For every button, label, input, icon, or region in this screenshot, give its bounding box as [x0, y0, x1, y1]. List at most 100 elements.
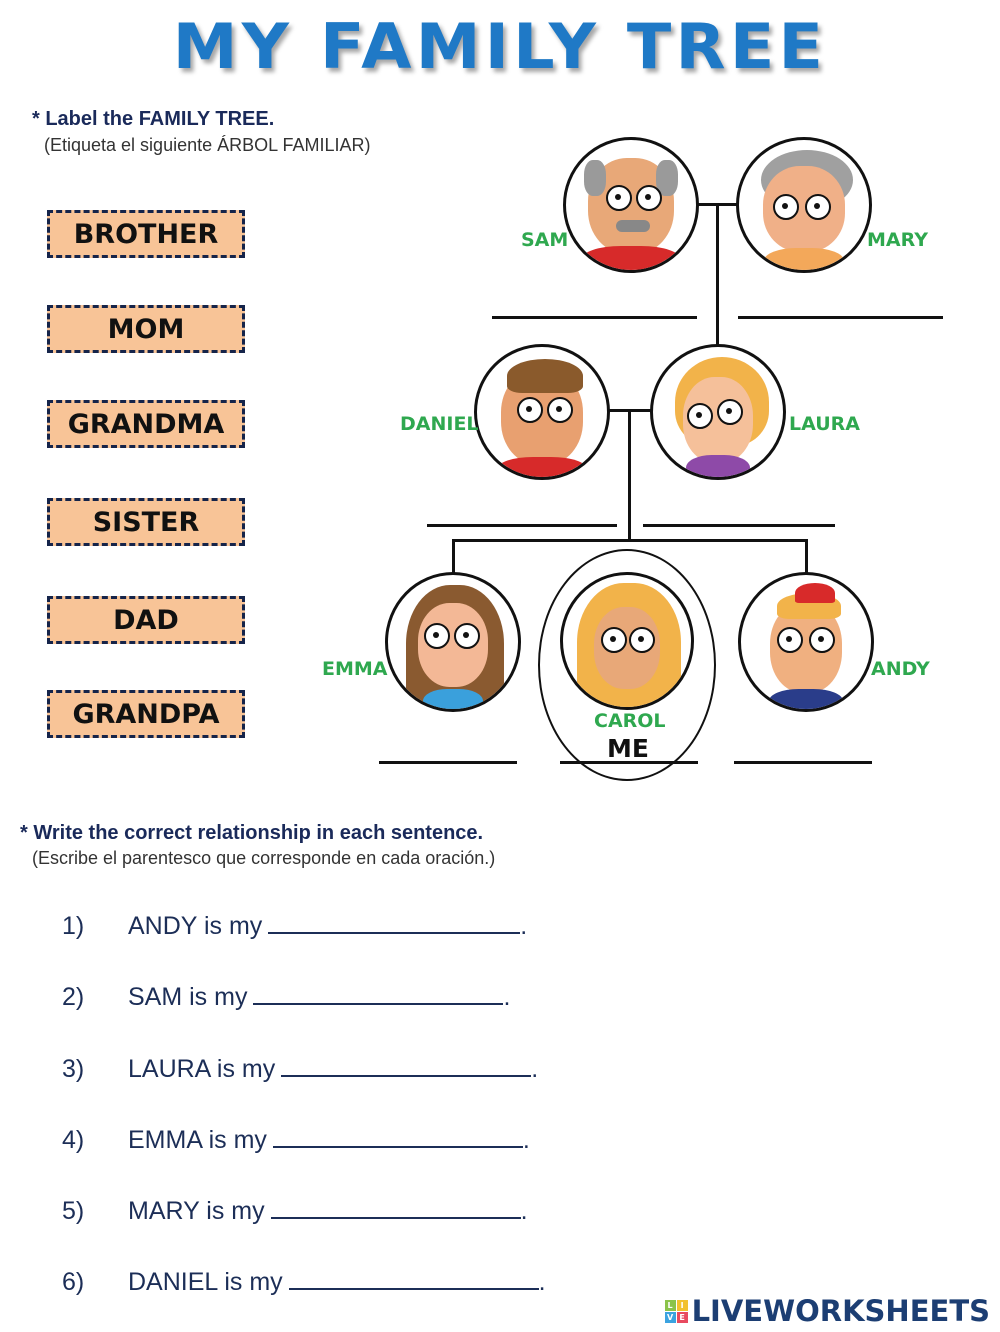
question-number: 1) — [62, 912, 85, 940]
portrait-mary — [736, 137, 872, 273]
answer-input-2[interactable] — [253, 981, 504, 1005]
question-text: LAURA is my — [128, 1055, 276, 1083]
word-card-grandpa[interactable]: GRANDPA — [47, 690, 245, 738]
sentence-instruction: * Write the correct relationship in each… — [20, 822, 484, 844]
word-card-dad[interactable]: DAD — [47, 596, 245, 644]
word-card-sister[interactable]: SISTER — [47, 498, 245, 546]
portrait-sam — [563, 137, 699, 273]
shirt — [581, 246, 681, 270]
question-3: 3) LAURA is my. — [62, 1053, 538, 1084]
shirt — [686, 455, 750, 477]
period: . — [531, 1055, 539, 1083]
eye — [601, 627, 627, 653]
question-text: EMMA is my — [128, 1126, 267, 1154]
eye — [773, 194, 799, 220]
question-text: ANDY is my — [128, 912, 263, 940]
connector — [805, 539, 808, 579]
page-title: MY FAMILY TREE — [172, 10, 828, 83]
answer-line-daniel[interactable] — [427, 524, 617, 527]
hair — [584, 160, 606, 196]
name-mary: MARY — [867, 229, 928, 251]
answer-input-1[interactable] — [268, 910, 521, 934]
answer-input-6[interactable] — [288, 1266, 539, 1290]
period: . — [503, 983, 511, 1011]
label-instruction-translation: (Etiqueta el siguiente ÁRBOL FAMILIAR) — [44, 135, 371, 155]
logo-block: V — [664, 1311, 676, 1323]
answer-line-emma[interactable] — [379, 761, 517, 764]
hair — [507, 359, 583, 393]
period: . — [538, 1268, 546, 1296]
liveworksheets-logo[interactable]: L I V E LIVEWORKSHEETS — [664, 1294, 990, 1328]
answer-line-mary[interactable] — [738, 316, 943, 319]
period: . — [520, 1197, 528, 1225]
period: . — [520, 912, 528, 940]
eye — [629, 627, 655, 653]
portrait-andy — [738, 572, 874, 712]
portrait-laura — [650, 344, 786, 480]
question-text: SAM is my — [128, 983, 248, 1011]
name-daniel: DANIEL — [400, 413, 479, 435]
answer-input-5[interactable] — [270, 1195, 521, 1219]
hair — [656, 160, 678, 196]
portrait-daniel — [474, 344, 610, 480]
cap — [795, 583, 835, 603]
name-sam: SAM — [521, 229, 569, 251]
eye — [717, 399, 743, 425]
eye — [636, 185, 662, 211]
label-instruction: * Label the FAMILY TREE. — [32, 108, 275, 130]
eye — [805, 194, 831, 220]
eye — [424, 623, 450, 649]
word-card-grandma[interactable]: GRANDMA — [47, 400, 245, 448]
me-highlight-oval — [538, 549, 716, 781]
question-number: 2) — [62, 983, 85, 1011]
answer-input-4[interactable] — [272, 1124, 523, 1148]
word-card-mom[interactable]: MOM — [47, 305, 245, 353]
answer-input-3[interactable] — [281, 1053, 532, 1077]
eye — [687, 403, 713, 429]
connector — [628, 409, 631, 541]
logo-block: I — [676, 1299, 688, 1311]
question-2: 2) SAM is my. — [62, 981, 510, 1012]
question-1: 1) ANDY is my. — [62, 910, 527, 941]
question-number: 3) — [62, 1055, 85, 1083]
connector — [716, 203, 719, 345]
shirt — [497, 457, 587, 477]
name-andy: ANDY — [871, 658, 930, 680]
period: . — [522, 1126, 530, 1154]
eye — [809, 627, 835, 653]
shirt — [423, 689, 483, 709]
portrait-emma — [385, 572, 521, 712]
question-text: MARY is my — [128, 1197, 265, 1225]
logo-block: L — [664, 1299, 676, 1311]
eye — [606, 185, 632, 211]
shirt — [769, 689, 843, 709]
answer-line-sam[interactable] — [492, 316, 697, 319]
portrait-carol — [560, 572, 694, 710]
me-label: ME — [607, 734, 649, 763]
question-6: 6) DANIEL is my. — [62, 1266, 546, 1297]
answer-line-andy[interactable] — [734, 761, 872, 764]
name-emma: EMMA — [322, 658, 388, 680]
question-4: 4) EMMA is my. — [62, 1124, 530, 1155]
name-carol: CAROL — [594, 710, 666, 732]
name-laura: LAURA — [789, 413, 860, 435]
question-number: 5) — [62, 1197, 85, 1225]
question-text: DANIEL is my — [128, 1268, 283, 1296]
logo-block: E — [676, 1311, 688, 1323]
answer-line-carol — [560, 761, 698, 764]
shirt — [764, 248, 844, 270]
mustache — [616, 220, 650, 232]
answer-line-laura[interactable] — [643, 524, 835, 527]
connector — [452, 539, 455, 579]
eye — [454, 623, 480, 649]
question-number: 6) — [62, 1268, 85, 1296]
question-number: 4) — [62, 1126, 85, 1154]
eye — [777, 627, 803, 653]
word-card-brother[interactable]: BROTHER — [47, 210, 245, 258]
eye — [517, 397, 543, 423]
question-5: 5) MARY is my. — [62, 1195, 528, 1226]
sentence-instruction-translation: (Escribe el parentesco que corresponde e… — [32, 848, 496, 868]
brand-name: LIVEWORKSHEETS — [691, 1294, 990, 1328]
eye — [547, 397, 573, 423]
live-blocks-icon: L I V E — [664, 1299, 688, 1323]
